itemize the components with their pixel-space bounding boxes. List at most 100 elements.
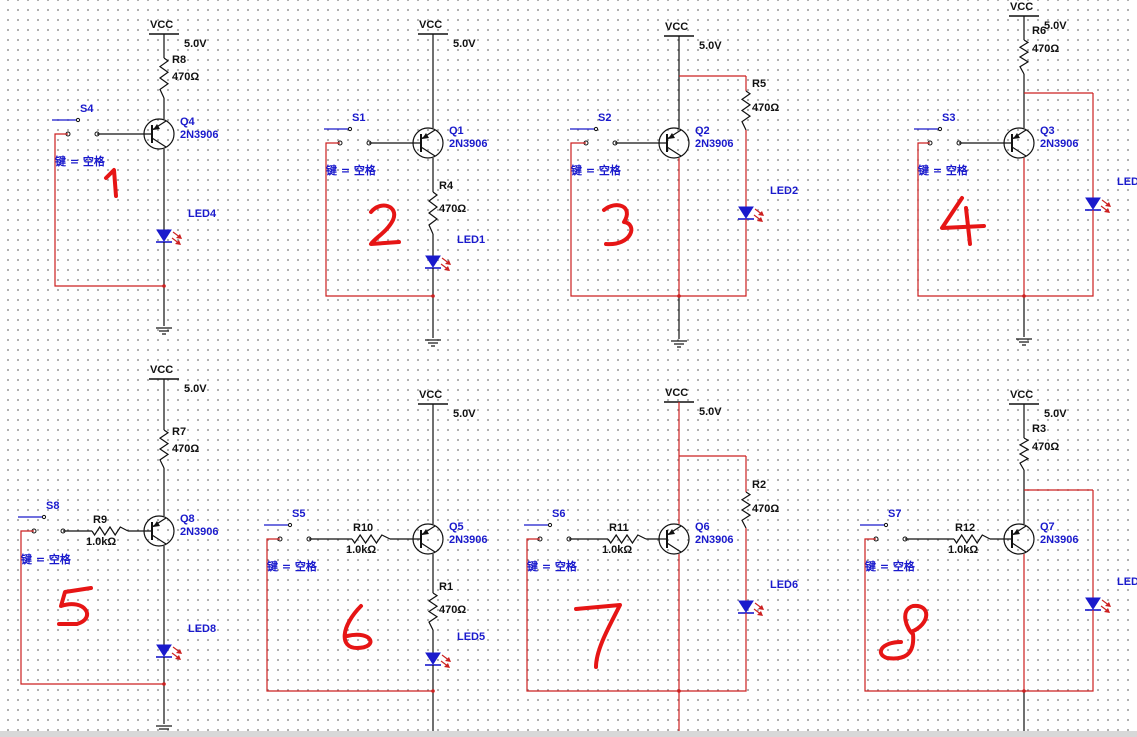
- vcc-voltage: 5.0V: [453, 408, 476, 420]
- loop-wire: [526, 538, 679, 692]
- light-arrowhead: [1105, 602, 1111, 607]
- handwritten-number-3: [602, 203, 634, 247]
- vcc-label: VCC: [419, 19, 442, 31]
- transistor-model: 2N3906: [695, 534, 734, 546]
- vcc-voltage: 5.0V: [1044, 408, 1067, 420]
- switch-name: S3: [942, 112, 955, 124]
- transistor-collector: [666, 146, 682, 157]
- base-resistor-name: R9: [93, 514, 107, 526]
- vcc-voltage: 5.0V: [184, 383, 207, 395]
- transistor-name: Q6: [695, 521, 710, 533]
- junction-dot: [1022, 689, 1026, 693]
- switch-contact: [883, 522, 889, 528]
- switch-key-label: 键 = 空格: [266, 559, 318, 573]
- light-arrowhead: [757, 217, 763, 222]
- led-name: LED: [1117, 576, 1137, 588]
- transistor-arrow: [422, 133, 429, 139]
- resistor-symbol: [158, 57, 170, 99]
- led-symbol: [425, 652, 441, 665]
- wire: [1024, 610, 1094, 692]
- transistor-name: Q8: [180, 513, 195, 525]
- led-symbol: [156, 229, 172, 242]
- transistor-name: Q3: [1040, 125, 1055, 137]
- switch-key-label: 键 = 空格: [917, 163, 969, 177]
- transistor-name: Q5: [449, 521, 464, 533]
- led-symbol: [738, 600, 754, 613]
- resistor-symbol: [428, 191, 438, 235]
- loop-wire: [917, 142, 1024, 297]
- led-symbol: [156, 644, 172, 657]
- transistor-collector: [151, 137, 167, 148]
- vcc-voltage: 5.0V: [453, 38, 476, 50]
- base-resistor-value: 1.0kΩ: [86, 536, 116, 548]
- light-arrowhead: [445, 260, 451, 265]
- transistor-collector: [420, 542, 436, 553]
- transistor-collector: [420, 146, 436, 157]
- led-symbol: [1085, 597, 1101, 610]
- switch-contact: [593, 126, 599, 132]
- handwritten-number-8: [878, 603, 929, 661]
- transistor-name: Q1: [449, 125, 464, 137]
- switch-name: S4: [80, 103, 94, 115]
- transistor-collector: [1011, 542, 1027, 553]
- base-resistor-value: 1.0kΩ: [602, 544, 632, 556]
- switch-name: S6: [552, 508, 565, 520]
- transistor-arrow: [153, 521, 160, 527]
- transistor-arrow: [422, 529, 429, 535]
- collector-resistor-name: R1: [439, 581, 453, 593]
- handwritten-number-7: [574, 603, 622, 669]
- vcc-voltage: 5.0V: [699, 40, 722, 52]
- base-resistor-name: R10: [353, 522, 373, 534]
- transistor-model: 2N3906: [1040, 534, 1079, 546]
- transistor-name: Q4: [180, 116, 196, 128]
- branch-resistor-value: 470Ω: [752, 503, 779, 515]
- switch-contact: [347, 126, 353, 132]
- transistor-arrow: [153, 124, 160, 130]
- collector-resistor-name: R4: [439, 180, 454, 192]
- handwritten-number-4: [940, 196, 986, 246]
- light-arrowhead: [1104, 208, 1110, 213]
- led-name: LED2: [770, 185, 798, 197]
- vcc-label: VCC: [150, 364, 173, 376]
- switch-contact: [547, 522, 553, 528]
- junction-dot: [162, 682, 166, 686]
- loop-wire: [266, 538, 433, 692]
- resistor-symbol: [740, 90, 752, 131]
- switch-contact: [287, 522, 293, 528]
- handwritten-number-1: [104, 168, 118, 198]
- resistor-symbol: [158, 429, 170, 469]
- transistor-collector: [151, 534, 167, 545]
- emitter-resistor-value: 470Ω: [172, 443, 199, 455]
- base-resistor-value: 1.0kΩ: [948, 544, 978, 556]
- transistor-arrow: [668, 529, 675, 535]
- handwritten-number-5: [57, 586, 93, 626]
- switch-contact: [41, 514, 47, 520]
- wire: [679, 219, 747, 297]
- emitter-resistor-name: R3: [1032, 423, 1046, 435]
- resistor-symbol: [740, 491, 752, 529]
- emitter-resistor-name: R8: [172, 54, 186, 66]
- window-border: [0, 731, 1137, 737]
- junction-dot: [431, 689, 435, 693]
- loop-wire: [325, 142, 433, 297]
- emitter-resistor-value: 470Ω: [172, 71, 199, 83]
- switch-key-label: 键 = 空格: [570, 163, 622, 177]
- vcc-voltage: 5.0V: [184, 38, 207, 50]
- vcc-voltage: 5.0V: [1044, 20, 1067, 32]
- switch-name: S2: [598, 112, 611, 124]
- emitter-resistor-name: R7: [172, 426, 186, 438]
- transistor-arrow: [668, 133, 675, 139]
- vcc-label: VCC: [419, 389, 442, 401]
- switch-name: S8: [46, 500, 59, 512]
- switch-key-label: 键 = 空格: [526, 559, 578, 573]
- transistor-arrow: [1013, 133, 1020, 139]
- junction-dot: [162, 284, 166, 288]
- led-name: LED6: [770, 579, 798, 591]
- collector-resistor-value: 470Ω: [439, 203, 466, 215]
- vcc-label: VCC: [665, 21, 688, 33]
- junction-dot: [431, 294, 435, 298]
